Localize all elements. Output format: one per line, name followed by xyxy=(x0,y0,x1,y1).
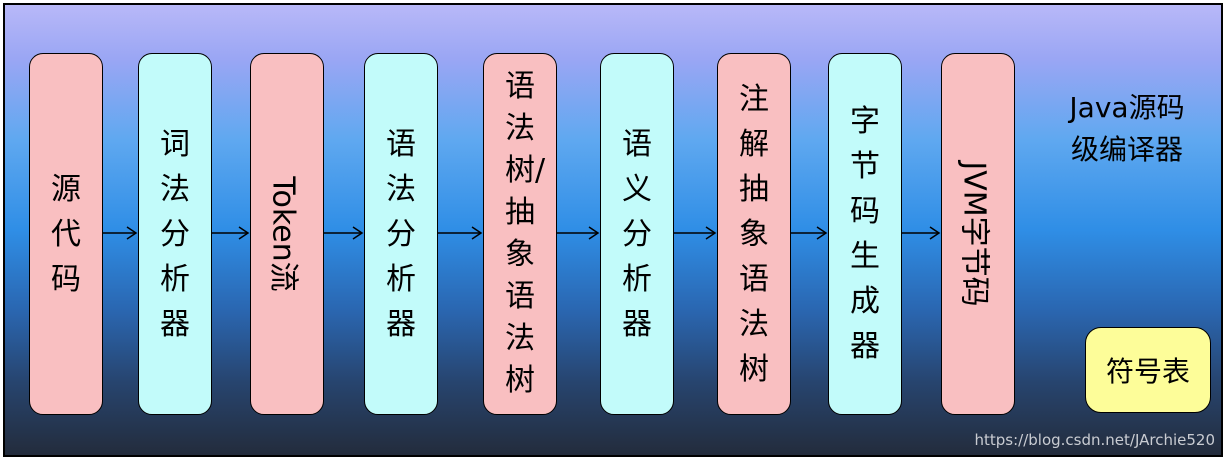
stage-annotated-ast: 注解抽象语法树 xyxy=(717,53,791,415)
symbol-table-box: 符号表 xyxy=(1085,327,1211,413)
stage-token-stream: Token流 xyxy=(250,53,324,415)
stage-jvm-bytecode: JVM字节码 xyxy=(941,53,1015,415)
arrow-8 xyxy=(902,226,941,240)
stage-bytecode-generator: 字节码生成器 xyxy=(828,53,902,415)
stage-annotated-ast-label: 注解抽象语法树 xyxy=(739,81,769,387)
symbol-table-label: 符号表 xyxy=(1105,355,1190,388)
stage-source-code: 源代码 xyxy=(29,53,103,415)
stage-parser-label: 语法分析器 xyxy=(386,126,416,342)
stage-semantic-analyzer: 语义分析器 xyxy=(600,53,674,415)
diagram-title: Java源码级编译器 xyxy=(1069,91,1185,166)
stage-parser: 语法分析器 xyxy=(364,53,438,415)
arrow-4 xyxy=(438,226,483,240)
arrow-5 xyxy=(557,226,600,240)
stage-bytecode-generator-label: 字节码生成器 xyxy=(850,104,880,364)
stage-syntax-tree: 语法树/抽象语法树 xyxy=(483,53,557,415)
compiler-diagram: 源代码 词法分析器 Token流 语法分析器 语法树/抽象语法树 语义分析器 注… xyxy=(3,3,1223,457)
stage-lexer: 词法分析器 xyxy=(138,53,212,415)
stage-token-stream-label: Token流 xyxy=(266,176,302,292)
arrow-3 xyxy=(324,226,364,240)
arrow-6 xyxy=(674,226,717,240)
watermark-text: https://blog.csdn.net/JArchie520 xyxy=(974,431,1216,449)
stage-semantic-analyzer-label: 语义分析器 xyxy=(622,126,652,342)
stage-syntax-tree-label: 语法树/抽象语法树 xyxy=(505,69,546,398)
arrow-2 xyxy=(212,226,250,240)
stage-jvm-bytecode-label: JVM字节码 xyxy=(957,161,993,307)
arrow-1 xyxy=(103,226,138,240)
stage-source-code-label: 源代码 xyxy=(51,171,81,297)
stage-lexer-label: 词法分析器 xyxy=(160,126,190,342)
arrow-7 xyxy=(791,226,828,240)
